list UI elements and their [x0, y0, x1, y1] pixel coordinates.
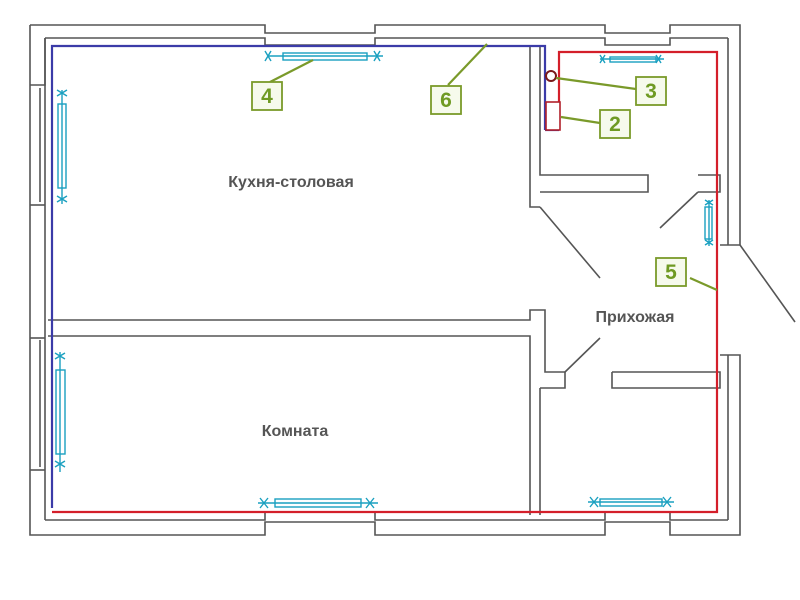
- outer-walls: [29, 24, 796, 536]
- leader-lines: [269, 43, 718, 292]
- radiator-bathroom: [599, 54, 664, 64]
- callout-3-label: 3: [645, 80, 657, 103]
- radiator-left-room: [54, 352, 66, 472]
- callout-2-label: 2: [609, 113, 621, 136]
- interior-walls: [48, 45, 721, 515]
- callout-2: 2: [599, 109, 631, 139]
- room-label-room: Комната: [262, 423, 329, 440]
- callout-6-label: 6: [440, 89, 452, 112]
- callout-4: 4: [251, 81, 283, 111]
- radiator-top-kitchen: [264, 50, 383, 62]
- callout-5: 5: [655, 257, 687, 287]
- callout-3: 3: [635, 76, 667, 106]
- circulation-pump: [545, 70, 557, 82]
- callout-5-label: 5: [665, 261, 677, 284]
- radiator-hall: [704, 199, 714, 246]
- room-label-hall: Прихожая: [596, 309, 675, 326]
- callout-6: 6: [430, 85, 462, 115]
- radiator-left-kitchen: [56, 89, 68, 204]
- boiler-unit: [545, 101, 561, 131]
- room-label-kitchen: Кухня-столовая: [228, 174, 354, 191]
- callout-4-label: 4: [261, 85, 273, 108]
- radiator-bottom-room: [258, 497, 378, 509]
- radiator-bottom-right: [588, 496, 674, 508]
